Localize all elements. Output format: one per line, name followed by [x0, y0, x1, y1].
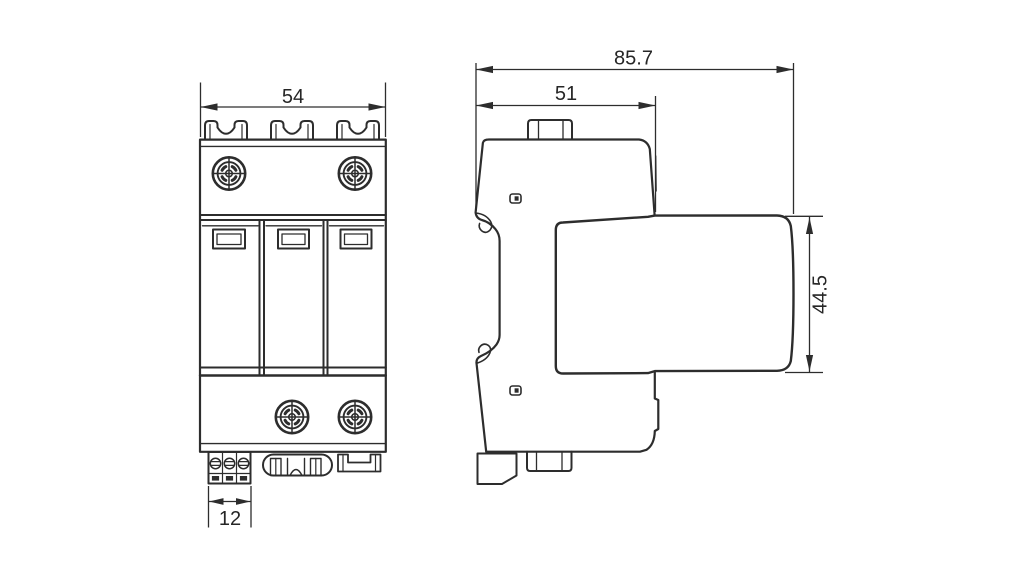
screw-terminal-bottom-right: [337, 399, 373, 435]
label-window-inner: [343, 233, 369, 246]
side-top-tab-outline: [527, 119, 573, 141]
arrowhead-right: [638, 101, 656, 110]
arrowhead-left: [209, 498, 224, 505]
side-bottom-tab: [526, 450, 573, 472]
extension-line: [199, 82, 387, 137]
front-view: 54 12: [198, 82, 387, 530]
dimension-module-height: 44.5: [785, 215, 832, 374]
arrowhead-left: [200, 103, 218, 111]
screw-terminal-top-left: [211, 155, 247, 192]
dimension-label-module-height: 44.5: [810, 275, 832, 314]
aux-terminal-block: [207, 451, 252, 485]
clamp-tab-pair: [336, 120, 380, 141]
label-window-outer: [339, 228, 373, 250]
aux-wire-port: [239, 476, 248, 481]
dimension-base-depth: 51: [476, 83, 657, 212]
module-separator: [258, 219, 265, 376]
clamp-tab-pair: [204, 120, 248, 141]
indicator-inset: [514, 388, 519, 393]
screw-terminal-bottom-center: [274, 399, 310, 435]
aux-screw-circle: [209, 457, 222, 470]
screw-terminal-top-right: [337, 155, 373, 192]
extension-line: [207, 486, 252, 528]
aux-wire-port: [211, 476, 220, 481]
aux-screw-circle: [223, 457, 236, 470]
aux-screw: [237, 457, 250, 481]
side-bottom-tab-outline: [526, 450, 573, 472]
side-view: 85.7 51 44.5: [474, 48, 832, 485]
dimension-label-base-depth: 51: [555, 83, 577, 105]
arrowhead-bottom: [805, 355, 814, 372]
aux-screw-slot: [224, 461, 235, 466]
clamp-tab-inner-line: [341, 123, 375, 140]
aux-screw: [223, 457, 236, 481]
side-top-tab: [527, 119, 573, 141]
aux-wire-port: [225, 476, 234, 481]
dimension-overall-depth: 85.7: [475, 48, 795, 214]
indicator-inset: [514, 196, 519, 201]
side-aux-terminal-block: [476, 452, 518, 485]
clamp-tab-inner-line: [209, 123, 243, 140]
plug-module-outline: [554, 214, 795, 375]
clamp-tab-inner-line: [275, 123, 309, 140]
aux-screw-slot: [210, 461, 221, 466]
arrowhead-top: [805, 217, 814, 234]
terminal-clamp-tabs-top: [204, 120, 380, 141]
arrowhead-left: [476, 101, 493, 110]
din-channel-lower-hook: [476, 343, 492, 364]
module-separator: [322, 219, 329, 376]
dimension-aux-terminal-width: 12: [207, 486, 252, 530]
label-window-outer: [212, 228, 246, 250]
aux-screw-circle: [237, 457, 250, 470]
dimension-label-overall-depth: 85.7: [614, 48, 653, 70]
din-clip-center-wall: [286, 457, 306, 477]
arrowhead-right: [776, 65, 794, 74]
side-bottom-tab-inner-line: [535, 451, 563, 472]
din-rail-clip: [262, 453, 333, 477]
label-window-inner: [281, 233, 306, 246]
din-clip-arch: [289, 468, 303, 477]
aux-screw-slot: [238, 461, 249, 466]
extension-line: [475, 63, 795, 214]
module-label-window: [339, 228, 373, 250]
module-label-window: [277, 228, 310, 250]
arrowhead-left: [476, 65, 493, 74]
dimension-label-aux-width: 12: [219, 508, 241, 530]
arrowhead-right: [236, 498, 251, 505]
foot-tab-inner-line: [342, 453, 377, 473]
mounting-foot-tab: [337, 453, 382, 473]
extension-line: [785, 215, 823, 374]
din-clip-outline: [262, 453, 333, 477]
label-window-inner: [216, 233, 242, 246]
side-top-tab-inner-line: [537, 120, 564, 140]
status-indicator-window: [509, 385, 522, 396]
label-window-outer: [277, 228, 310, 250]
arrowhead-right: [368, 103, 386, 111]
status-indicator-window: [509, 193, 522, 204]
aux-screw: [209, 457, 222, 481]
module-label-window: [212, 228, 246, 250]
din-channel-upper-hook: [475, 212, 493, 234]
clamp-tab-pair: [270, 120, 314, 141]
foot-tab-outline: [337, 453, 382, 473]
dimension-front-width: 54: [199, 82, 387, 137]
dimension-label-front-width: 54: [282, 86, 304, 108]
aux-block-cell-divider: [221, 451, 238, 485]
